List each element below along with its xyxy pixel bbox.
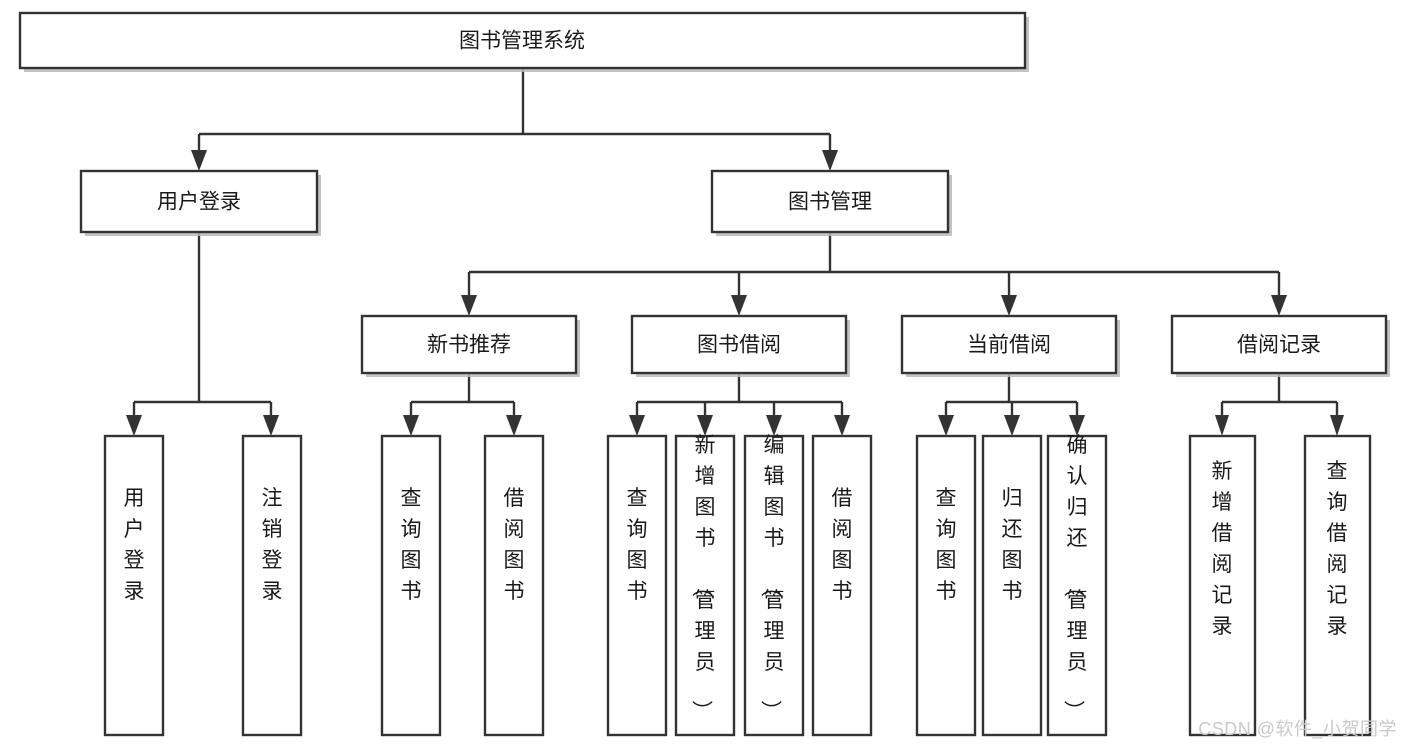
node-current-borrow[interactable]: 当前借阅 (900, 314, 1120, 377)
arrowhead-borrow-record (1271, 295, 1287, 316)
leaf-cb-return-label: 归还图书 (1002, 487, 1023, 603)
arrowhead-book-borrow (731, 295, 747, 316)
arrowhead-leaf-user-login (126, 415, 142, 436)
arrowhead-nb-borrow (506, 415, 522, 436)
leaf-user-login-label: 用户登录 (124, 487, 145, 603)
borrow-record-box (1170, 314, 1388, 375)
arrowhead-br-query (1330, 415, 1344, 436)
leaf-bb-borrow-box (811, 434, 873, 737)
node-book-manage[interactable]: 图书管理 (710, 169, 952, 236)
arrowhead-book-manage (822, 150, 838, 171)
leaf-user-login[interactable]: 用户登录 (103, 434, 165, 737)
leaf-bb-edit-label: 编辑图书（管理员） (759, 434, 785, 721)
leaf-cb-confirm-return[interactable]: 确认归还（管理员） (1046, 434, 1108, 737)
leaf-logout[interactable]: 注销登录 (241, 434, 303, 737)
leaf-nb-borrow-book[interactable]: 借阅图书 (483, 434, 545, 737)
leaf-cb-confirm-label: 确认归还（管理员） (1062, 434, 1088, 721)
leaf-br-add-record[interactable]: 新增借阅记录 (1188, 434, 1257, 737)
leaf-bb-borrow-book[interactable]: 借阅图书 (811, 434, 873, 737)
arrowhead-cb-query (938, 415, 954, 436)
arrowhead-bb-query (629, 415, 645, 436)
leaf-br-query-box (1303, 434, 1372, 737)
leaf-br-add-label: 新增借阅记录 (1212, 460, 1233, 638)
book-manage-label: 图书管理 (788, 191, 872, 214)
arrowhead-bb-add (697, 415, 713, 436)
leaf-bb-add-box (674, 434, 736, 737)
leaf-nb-borrow-label: 借阅图书 (504, 487, 525, 603)
arrowhead-user-login (191, 150, 207, 171)
leaf-logout-label: 注销登录 (262, 487, 283, 603)
leaf-bb-add-book[interactable]: 新增图书（管理员） (674, 434, 736, 737)
leaf-cb-confirm-box (1046, 434, 1108, 737)
leaf-nb-query-book[interactable]: 查询图书 (380, 434, 442, 737)
leaf-cb-query-book[interactable]: 查询图书 (915, 434, 977, 737)
leaf-bb-query-book[interactable]: 查询图书 (606, 434, 668, 737)
leaf-bb-add-label: 新增图书（管理员） (690, 434, 716, 721)
leaf-br-add-box (1188, 434, 1257, 737)
node-root[interactable]: 图书管理系统 (18, 11, 1029, 72)
leaf-bb-query-label: 查询图书 (627, 487, 648, 603)
node-new-book-recommend[interactable]: 新书推荐 (360, 314, 580, 377)
leaf-bb-borrow-label: 借阅图书 (832, 487, 853, 603)
book-manage-box (710, 169, 950, 234)
arrowhead-br-add (1215, 415, 1229, 436)
current-borrow-box (900, 314, 1118, 375)
leaf-nb-borrow-box (483, 434, 545, 737)
user-login-label: 用户登录 (157, 191, 241, 214)
arrowhead-nb-query (403, 415, 419, 436)
leaf-br-query-record[interactable]: 查询借阅记录 (1303, 434, 1372, 737)
arrowhead-leaf-logout (263, 415, 279, 436)
leaf-cb-query-label: 查询图书 (936, 487, 957, 603)
user-login-box (79, 169, 319, 234)
arrowhead-new-book (461, 295, 477, 316)
csdn-watermark: CSDN @软件_小贺同学 (1198, 719, 1397, 739)
leaf-nb-query-box (380, 434, 442, 737)
arrowhead-bb-edit (766, 415, 782, 436)
book-borrow-box (630, 314, 848, 375)
node-user-login[interactable]: 用户登录 (79, 169, 321, 236)
arrowhead-cb-return (1004, 415, 1020, 436)
book-borrow-label: 图书借阅 (697, 334, 781, 357)
connector-layer (126, 68, 1344, 436)
leaf-br-query-label: 查询借阅记录 (1327, 460, 1348, 638)
leaf-cb-return-book[interactable]: 归还图书 (981, 434, 1043, 737)
leaf-nb-query-label: 查询图书 (401, 487, 422, 603)
current-borrow-label: 当前借阅 (967, 334, 1051, 357)
leaf-cb-query-box (915, 434, 977, 737)
new-book-box (360, 314, 578, 375)
leaf-logout-box (241, 434, 303, 737)
leaf-user-login-box (103, 434, 165, 737)
node-book-borrow[interactable]: 图书借阅 (630, 314, 850, 377)
arrowhead-cb-confirm (1069, 415, 1085, 436)
borrow-record-label: 借阅记录 (1237, 334, 1321, 357)
root-label: 图书管理系统 (459, 30, 585, 53)
leaf-bb-edit-book[interactable]: 编辑图书（管理员） (743, 434, 805, 737)
leaf-bb-query-box (606, 434, 668, 737)
arrowhead-current-borrow (1001, 295, 1017, 316)
node-borrow-record[interactable]: 借阅记录 (1170, 314, 1390, 377)
root-box (18, 11, 1027, 70)
arrowhead-bb-borrow (834, 415, 850, 436)
leaf-cb-return-box (981, 434, 1043, 737)
new-book-label: 新书推荐 (427, 334, 511, 357)
leaf-bb-edit-box (743, 434, 805, 737)
